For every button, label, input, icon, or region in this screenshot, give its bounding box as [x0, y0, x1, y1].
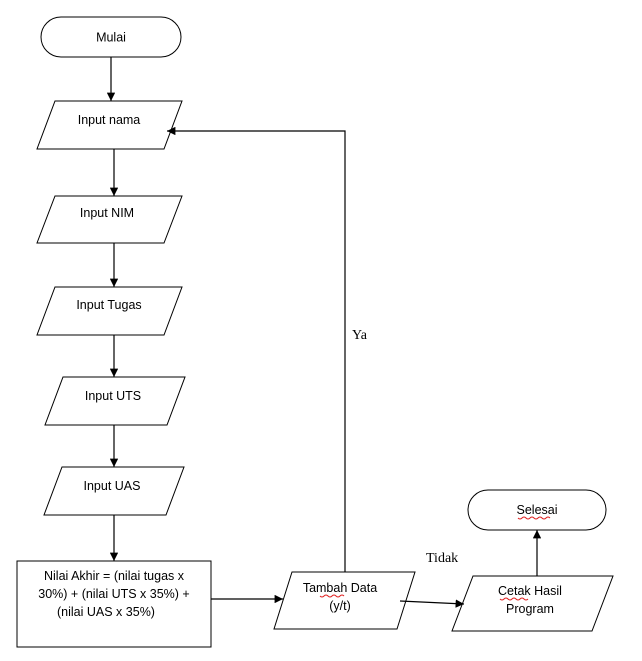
output-cetak-hasil: Cetak Hasil Program — [451, 575, 614, 632]
end-terminator: Selesai — [467, 489, 607, 531]
output-line-1: Cetak Hasil — [498, 584, 562, 598]
input-uas-label: Input UAS — [84, 479, 141, 493]
input-tugas-parallelogram: Input Tugas — [36, 286, 183, 336]
input-nim-parallelogram: Input NIM — [36, 195, 183, 244]
input-uts-label: Input UTS — [85, 389, 141, 403]
input-uas-parallelogram: Input UAS — [43, 466, 185, 516]
spellcheck-underline — [319, 594, 345, 598]
end-label: Selesai — [517, 503, 558, 517]
input-nama-parallelogram: Input nama — [36, 100, 183, 150]
process-nilai-akhir: Nilai Akhir = (nilai tugas x 30%) + (nil… — [16, 560, 212, 648]
process-line-1: Nilai Akhir = (nilai tugas x — [44, 569, 185, 583]
decision-line-1: Tambah Data — [303, 581, 377, 595]
input-nim-label: Input NIM — [80, 206, 134, 220]
input-nama-label: Input nama — [78, 113, 141, 127]
output-line-2: Program — [506, 602, 554, 616]
no-label: Tidak — [426, 551, 458, 566]
spellcheck-underline — [499, 597, 529, 601]
decision-line-2: (y/t) — [329, 599, 351, 613]
input-tugas-label: Input Tugas — [76, 298, 141, 312]
start-terminator: Mulai — [40, 16, 182, 58]
arrow-decision-yes-loop — [167, 126, 346, 572]
start-label: Mulai — [96, 31, 126, 45]
input-uts-parallelogram: Input UTS — [44, 376, 186, 426]
decision-tambah-data: Tambah Data (y/t) — [273, 571, 416, 630]
arrow-decision-to-output — [399, 599, 465, 608]
process-line-2: 30%) + (nilai UTS x 35%) + — [38, 587, 189, 601]
yes-label: Ya — [352, 328, 368, 343]
process-line-3: (nilai UAS x 35%) — [57, 605, 155, 619]
spellcheck-underline — [517, 516, 551, 520]
